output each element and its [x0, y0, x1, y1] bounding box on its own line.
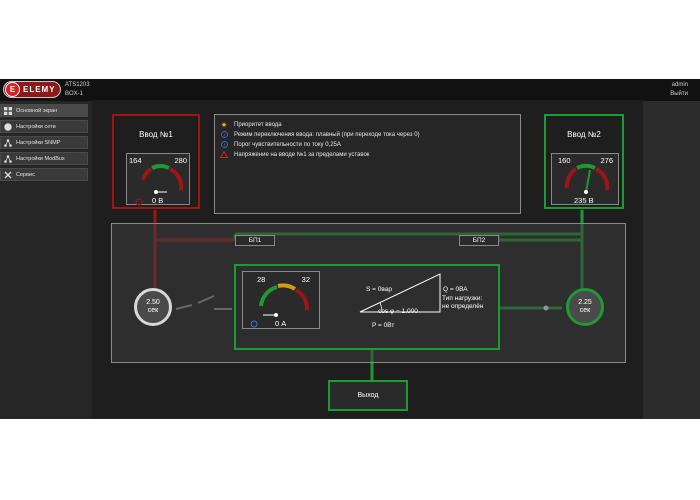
input2-voltage: 235 В: [574, 196, 594, 205]
grid-icon: [4, 106, 12, 115]
timer2-unit: сек: [579, 307, 591, 314]
sidebar-item-label: Настройки ModBus: [16, 155, 65, 162]
right-panel: [643, 101, 700, 419]
reactive-power-label: Q = 0ВА: [443, 286, 468, 293]
sidebar-item-label: Настройки сети: [16, 123, 56, 130]
logout-link[interactable]: Выйти: [670, 91, 688, 97]
sidebar-item-label: Сервис: [16, 171, 35, 178]
info-icon: i: [219, 130, 229, 140]
input1-gauge-max: 280: [174, 156, 187, 165]
svg-text:i: i: [223, 132, 224, 138]
input1-panel: Ввод №1 164 280 0 В: [112, 114, 200, 209]
tools-icon: [4, 171, 12, 179]
output-panel: Выход: [328, 380, 408, 411]
timer1-value: 2.50: [146, 299, 160, 306]
app-window: E ELEMY ATS1203 BOX-1 admin Выйти Основн…: [0, 79, 700, 419]
current-gauge: 28 32 0 А: [242, 271, 320, 329]
network-icon: [4, 154, 12, 163]
input2-gauge-min: 160: [558, 156, 571, 165]
current-gauge-max: 32: [301, 275, 310, 284]
input2-gauge-max: 276: [600, 156, 613, 165]
svg-text:i: i: [223, 142, 224, 148]
input2-title: Ввод №2: [567, 130, 601, 139]
load-type-value: не определён: [442, 303, 484, 310]
active-power-label: P = 0Вт: [372, 322, 395, 329]
gauge-arc: [250, 283, 309, 328]
status-info-panel: ★ Приоритет ввода i Режим переключения в…: [214, 114, 521, 214]
apparent-power-label: S = 0вар: [366, 286, 392, 293]
info-line-threshold: i Порог чувствительности по току 0,25А: [219, 140, 516, 150]
sidebar-item-service[interactable]: Сервис: [0, 168, 88, 181]
info-text: Приоритет ввода: [234, 122, 282, 128]
timer1: 2.50 сек: [134, 288, 172, 326]
main-screen: Ввод №1 164 280 0 В ★ Приоритет ввода: [92, 100, 643, 418]
sidebar-item-snmp[interactable]: Настройки SNMP: [0, 136, 88, 149]
info-line-warning: Напряжение на вводе №1 за пределами уста…: [219, 150, 516, 160]
logo: E ELEMY: [3, 81, 61, 98]
info-text: Порог чувствительности по току 0,25А: [234, 142, 341, 148]
bp2-label: БП2: [459, 235, 499, 246]
timer1-unit: сек: [147, 307, 159, 314]
device-model: ATS1203: [65, 82, 90, 88]
warning-icon: [219, 150, 229, 160]
sidebar-item-label: Настройки SNMP: [16, 139, 61, 146]
bp1-label: БП1: [235, 235, 275, 246]
gauge-arc: [135, 164, 184, 206]
sidebar-item-main-screen[interactable]: Основной экран: [0, 104, 88, 117]
info-text: Режим переключения ввода: плавный (при п…: [234, 132, 420, 138]
logo-text: ELEMY: [23, 85, 56, 94]
current-gauge-min: 28: [257, 275, 266, 284]
logo-mark: E: [5, 82, 20, 97]
network-icon: [4, 138, 12, 147]
info-icon: i: [219, 140, 229, 150]
gauge-arc: [564, 163, 610, 194]
sidebar: Основной экран Настройки сети Настройки …: [0, 104, 90, 184]
input1-gauge-min: 164: [129, 156, 142, 165]
sidebar-item-network[interactable]: Настройки сети: [0, 120, 88, 133]
info-line-priority: ★ Приоритет ввода: [219, 120, 516, 130]
power-factor-label: cos φ = 1.000: [378, 308, 418, 315]
user-name: admin: [671, 82, 688, 88]
star-icon: ★: [220, 122, 228, 129]
device-name: BOX-1: [65, 91, 84, 97]
input1-title: Ввод №1: [139, 130, 173, 139]
timer2-value: 2.25: [578, 299, 592, 306]
load-panel: 28 32 0 А S = 0вар Q = 0ВА Тип нагрузки:…: [234, 264, 500, 350]
bus-panel: [111, 223, 626, 363]
power-triangle: [359, 273, 441, 313]
load-type-label: Тип нагрузки:: [442, 295, 483, 302]
sidebar-item-modbus[interactable]: Настройки ModBus: [0, 152, 88, 165]
sidebar-item-label: Основной экран: [16, 107, 58, 114]
input2-panel: Ввод №2 160 276 235 В: [544, 114, 624, 209]
current-value: 0 А: [275, 319, 287, 328]
timer2: 2.25 сек: [566, 288, 604, 326]
globe-icon: [4, 122, 12, 131]
info-line-mode: i Режим переключения ввода: плавный (при…: [219, 130, 516, 140]
info-text: Напряжение на вводе №1 за пределами уста…: [234, 152, 370, 158]
input2-gauge: 160 276 235 В: [551, 153, 619, 205]
top-bar: E ELEMY ATS1203 BOX-1 admin Выйти: [0, 79, 700, 101]
input1-voltage: 0 В: [152, 196, 164, 205]
input1-gauge: 164 280 0 В: [126, 153, 190, 206]
